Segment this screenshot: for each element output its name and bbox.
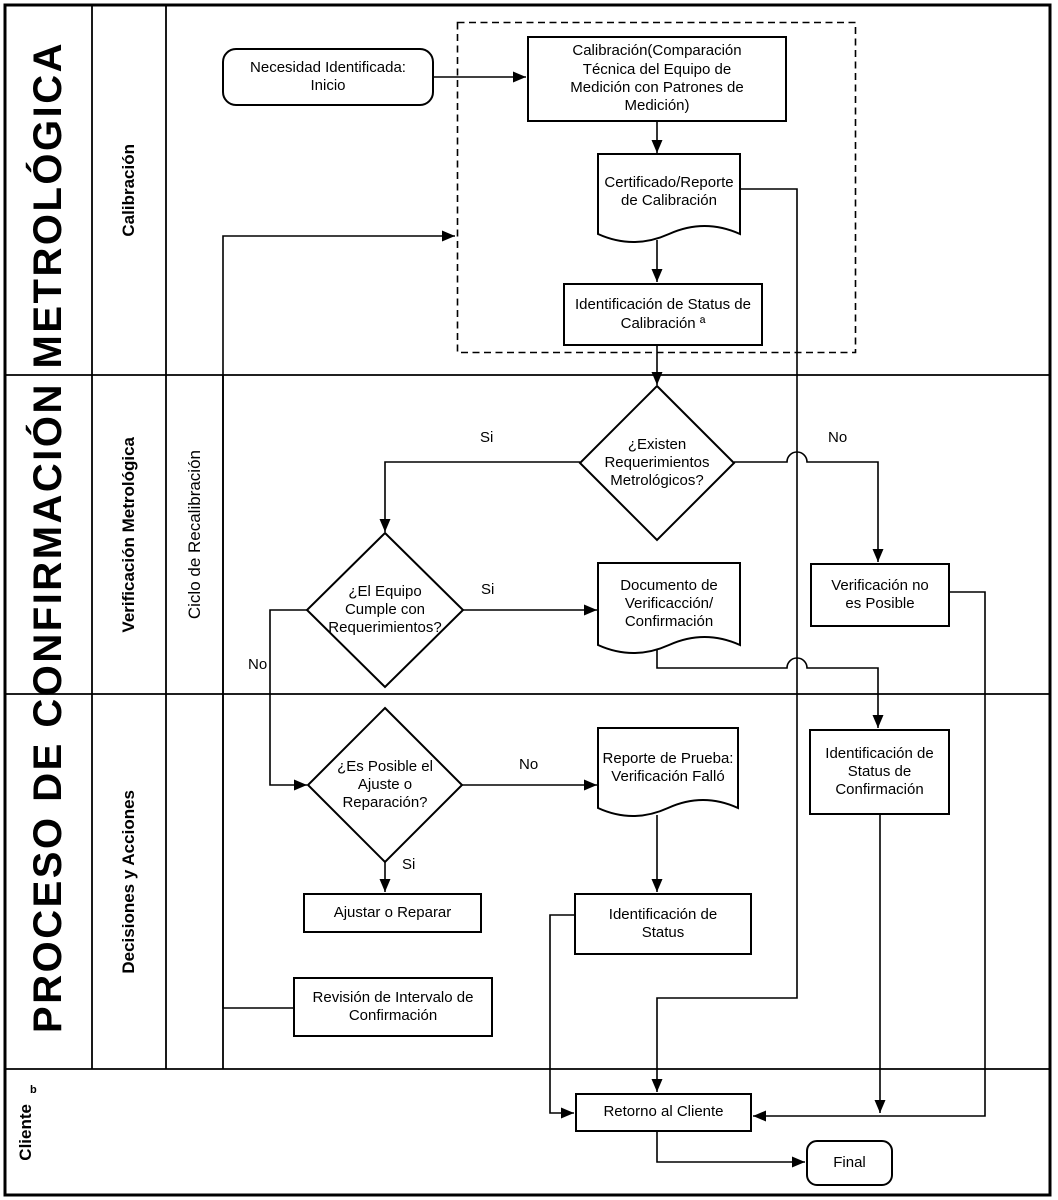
document-certificado: Certificado/Reporte de Calibración <box>604 173 734 209</box>
label-cumple-si: Si <box>481 581 495 598</box>
start-node: Necesidad Identificada: Inicio <box>222 48 434 106</box>
edge-diamond2-no <box>269 609 307 791</box>
process-status-calibracion: Identificación de Status de Calibración … <box>563 283 763 346</box>
page-title: PROCESO DE CONFIRMACIÓN METROLÓGICA <box>26 41 70 1033</box>
lane-verificacion-metrologica: Verificación Metrológica <box>119 436 138 633</box>
end-node-final: Final <box>806 1140 893 1186</box>
process-identificacion-status: Identificación de Status <box>574 893 752 955</box>
edge-recalibracion-loop <box>222 230 455 1009</box>
label-existen-no: No <box>828 429 848 446</box>
cliente-footnote-marker: b <box>30 1084 37 1096</box>
document-reporte-prueba: Reporte de Prueba: Verificación Falló <box>602 749 734 785</box>
lane-decisiones-acciones: Decisiones y Acciones <box>119 789 138 974</box>
diamond-ajuste-shape <box>306 706 464 864</box>
edge-retorno-final <box>656 1132 805 1168</box>
label-existen-si: Si <box>480 429 494 446</box>
process-status-confirmacion: Identificación de Status de Confirmación <box>809 729 950 815</box>
process-calibracion: Calibración(Comparación Técnica del Equi… <box>527 36 787 122</box>
edge-status-retorno <box>549 914 574 1119</box>
diamond-cumple-shape <box>305 531 465 689</box>
edge-diamond1-si <box>379 461 580 532</box>
diamond-existen-shape <box>578 384 736 542</box>
label-ajuste-no: No <box>519 756 539 773</box>
process-verificacion-no-posible: Verificación no es Posible <box>810 563 950 627</box>
lane-calibracion: Calibración <box>119 143 138 237</box>
connectors <box>222 71 986 1168</box>
document-verificacion-shape <box>597 562 741 654</box>
process-revision-intervalo: Revisión de Intervalo de Confirmación <box>293 977 493 1037</box>
lane-ciclo-recalibracion: Ciclo de Recalibración <box>184 449 204 620</box>
lane-title-cell: PROCESO DE CONFIRMACIÓN METROLÓGICA <box>5 5 92 1069</box>
label-ajuste-si: Si <box>402 856 416 873</box>
decision-es-posible-ajuste: ¿Es Posible el Ajuste o Reparación? <box>337 757 433 812</box>
document-certificado-shape <box>597 153 741 243</box>
document-verificacion: Documento de Verificacción/ Confirmación <box>620 576 718 631</box>
edge-documento-statusconf <box>656 646 884 728</box>
decision-existen-requerimientos: ¿Existen Requerimientos Metrológicos? <box>604 435 710 490</box>
swimlane-grid <box>3 3 1052 1197</box>
edge-diamond1-no <box>734 451 884 562</box>
edge-verifno-retorno <box>753 591 986 1122</box>
decision-equipo-cumple: ¿El Equipo Cumple con Requerimientos? <box>328 582 442 637</box>
label-cumple-no: No <box>248 656 268 673</box>
process-retorno-cliente: Retorno al Cliente <box>575 1093 752 1132</box>
document-reporte-shape <box>597 727 739 817</box>
process-ajustar-reparar: Ajustar o Reparar <box>303 893 482 933</box>
edge-certificado-retorno <box>651 188 798 1092</box>
shapes <box>305 153 741 864</box>
lane-cliente: Cliente <box>16 1104 35 1161</box>
